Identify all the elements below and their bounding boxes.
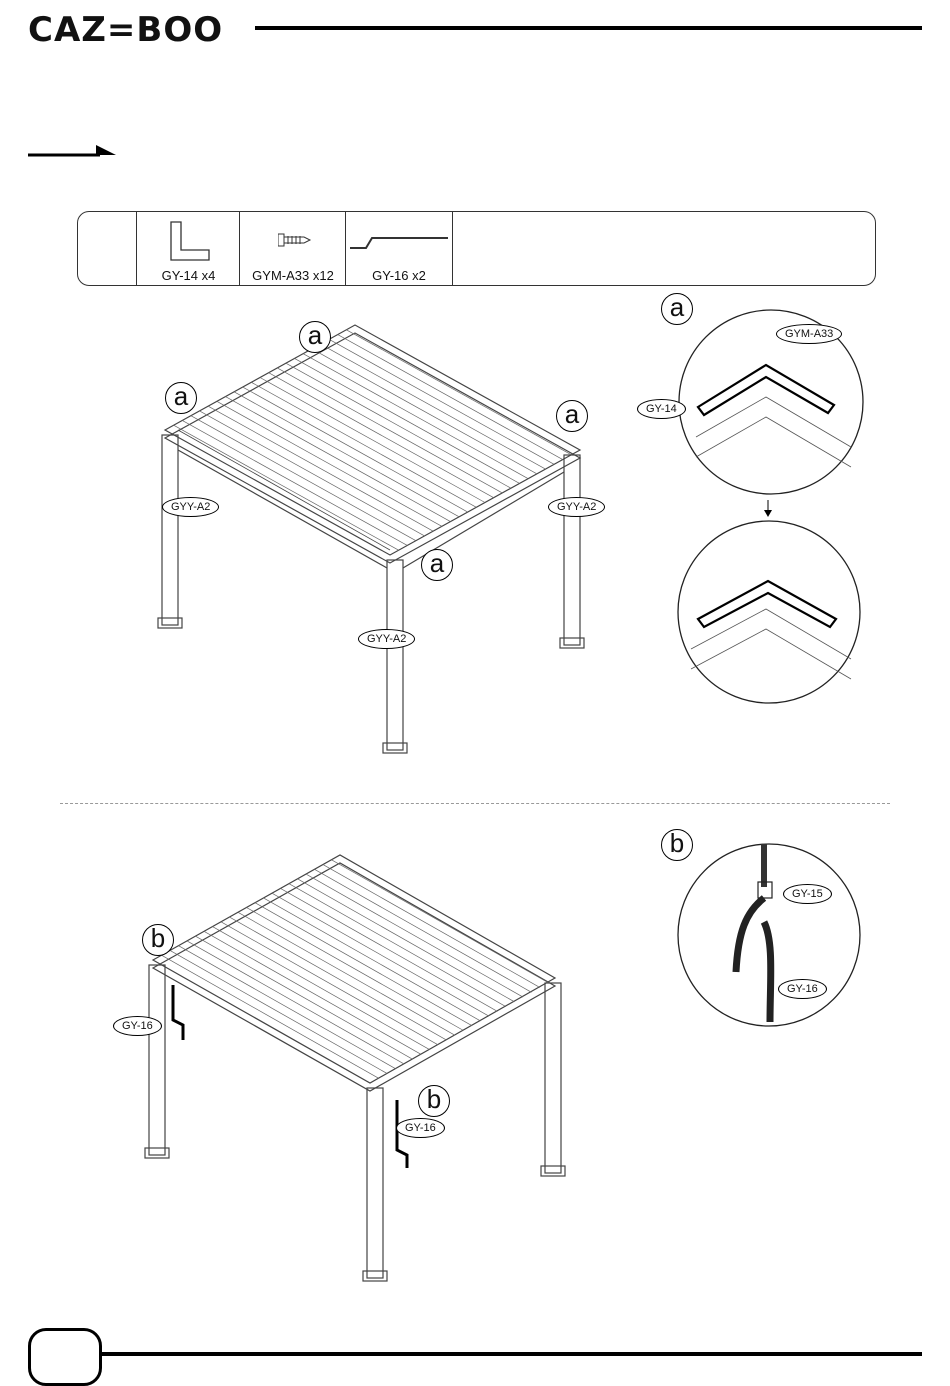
louver-lines xyxy=(174,330,572,550)
pergola-drawing-top xyxy=(140,310,620,760)
footer-rule xyxy=(100,1352,922,1356)
bracket-label: GY-14 xyxy=(637,399,686,419)
arrow-down-icon xyxy=(763,500,773,518)
part-label: GY-16 x2 xyxy=(346,268,452,283)
part-gym-a33: GYM-A33 x12 xyxy=(239,212,346,285)
marker-b: b xyxy=(418,1085,450,1117)
rod-label: GY-16 xyxy=(113,1016,162,1036)
post-label: GYY-A2 xyxy=(548,497,605,517)
brand-logo: CAZ=BOO xyxy=(28,10,223,50)
screw-icon xyxy=(278,232,312,248)
louver-lines xyxy=(162,860,549,1078)
pergola-drawing-bottom xyxy=(135,850,575,1290)
crank-rod-icon xyxy=(348,226,450,256)
l-bracket-icon xyxy=(165,220,215,265)
parts-list: GY-14 x4 GYM-A33 x12 GY-16 x2 xyxy=(77,211,876,286)
rod-label: GY-16 xyxy=(396,1118,445,1138)
detail-b xyxy=(676,842,862,1028)
detail-a-after xyxy=(676,519,862,705)
part-gy14: GY-14 x4 xyxy=(136,212,240,285)
part-label: GYM-A33 x12 xyxy=(240,268,346,283)
section-divider xyxy=(60,803,890,804)
page-number-box xyxy=(28,1328,102,1386)
marker-a: a xyxy=(556,400,588,432)
step-arrow-icon xyxy=(28,142,118,162)
marker-a: a xyxy=(299,321,331,353)
marker-b: b xyxy=(142,924,174,956)
header-rule xyxy=(255,26,922,30)
post-label: GYY-A2 xyxy=(358,629,415,649)
marker-a: a xyxy=(421,549,453,581)
post-label: GYY-A2 xyxy=(162,497,219,517)
marker-a: a xyxy=(165,382,197,414)
rod-label-detail: GY-16 xyxy=(778,979,827,999)
part-gy16: GY-16 x2 xyxy=(345,212,453,285)
screw-label: GYM-A33 xyxy=(776,324,842,344)
hook-label: GY-15 xyxy=(783,884,832,904)
part-label: GY-14 x4 xyxy=(137,268,240,283)
